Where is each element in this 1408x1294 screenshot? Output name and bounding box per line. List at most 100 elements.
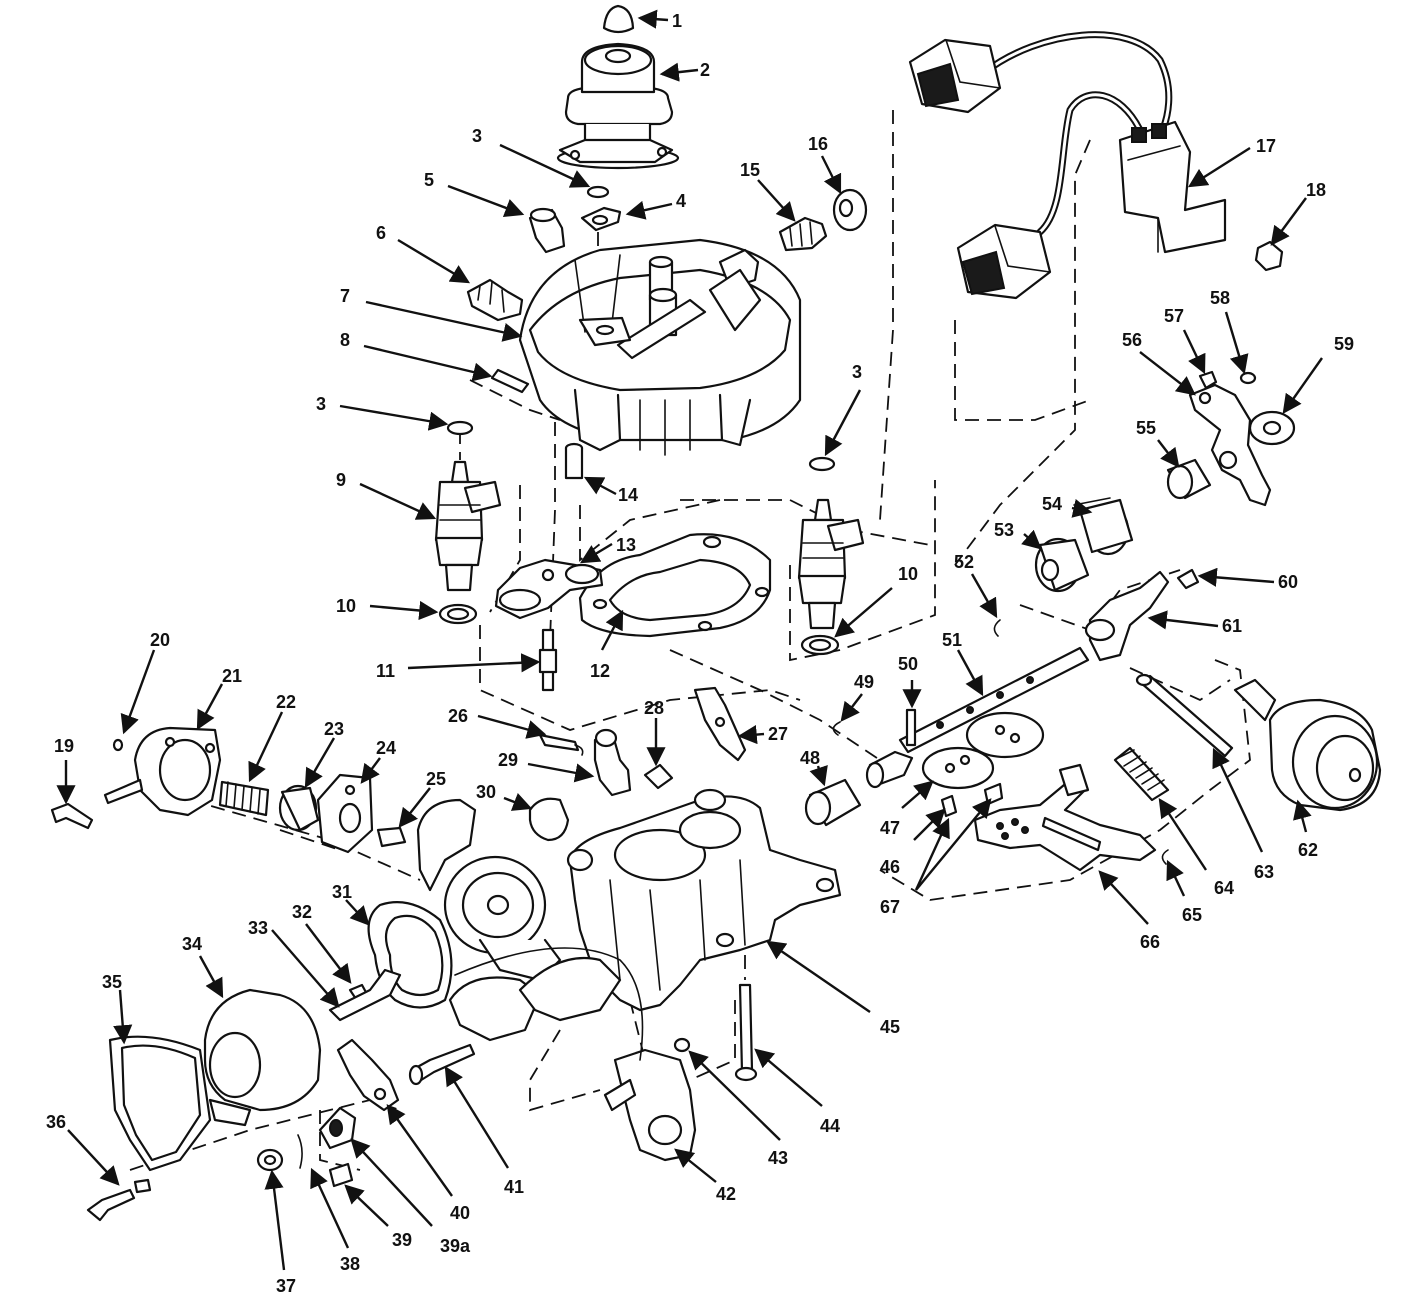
- callout-label-20: 20: [150, 630, 170, 650]
- screw-60: [1176, 568, 1200, 590]
- actuator-62: [1233, 678, 1382, 812]
- callout-label-55: 55: [1136, 418, 1156, 438]
- callout-label-56: 56: [1122, 330, 1142, 350]
- callout-42: 42: [674, 1148, 736, 1204]
- screw-43: [673, 1037, 691, 1053]
- tps-sensor-42: [603, 1048, 697, 1162]
- pin-11: [538, 628, 558, 692]
- throttle-lever-56: [1188, 383, 1272, 507]
- callout-label-3b: 3: [316, 394, 326, 414]
- cap-1: [602, 4, 635, 34]
- pressure-regulator-2: [556, 42, 680, 170]
- callout-3a: 3: [472, 126, 591, 188]
- callout-67: 67: [880, 798, 992, 917]
- callout-56: 56: [1122, 330, 1196, 396]
- injector-9-right: [797, 498, 865, 630]
- part-39a: [318, 1106, 357, 1150]
- callout-31: 31: [332, 882, 370, 926]
- piston-23: [278, 784, 320, 832]
- callout-25: 25: [398, 769, 446, 828]
- bolt-18: [1254, 240, 1284, 272]
- callout-19: 19: [54, 736, 76, 805]
- callout-label-26: 26: [448, 706, 468, 726]
- callout-label-47: 47: [880, 818, 900, 838]
- callout-label-57: 57: [1164, 306, 1184, 326]
- bushing-53: [1034, 537, 1090, 593]
- callout-label-25: 25: [426, 769, 446, 789]
- callout-49: 49: [840, 672, 874, 722]
- callout-18: 18: [1270, 180, 1326, 246]
- callout-label-23: 23: [324, 719, 344, 739]
- callout-54: 54: [1042, 494, 1093, 518]
- callout-label-54: 54: [1042, 494, 1062, 514]
- gasket-4: [580, 206, 622, 232]
- callout-43: 43: [688, 1050, 788, 1168]
- callout-label-15: 15: [740, 160, 760, 180]
- callout-label-1: 1: [672, 11, 682, 31]
- bracket-13: [494, 558, 604, 620]
- callout-label-11: 11: [376, 661, 395, 681]
- lever-27: [693, 686, 747, 762]
- bushing-48: [804, 778, 862, 827]
- callout-3c: 3: [824, 362, 862, 457]
- callout-label-46: 46: [880, 857, 900, 877]
- callout-3b: 3: [316, 394, 449, 431]
- callout-58: 58: [1210, 288, 1249, 375]
- fitting-5: [528, 207, 566, 254]
- lever-plate-66: [973, 763, 1157, 872]
- callout-label-61: 61: [1222, 616, 1242, 636]
- callout-11: 11: [376, 653, 541, 681]
- screw-57: [1198, 370, 1218, 390]
- callout-label-14: 14: [618, 485, 638, 505]
- screws-67: [983, 782, 1004, 806]
- cover-34: [203, 988, 322, 1127]
- harness-junction-17: [1118, 120, 1227, 254]
- callout-label-37: 37: [276, 1276, 296, 1294]
- callout-2: 2: [659, 60, 710, 82]
- callout-28: 28: [644, 698, 666, 767]
- callout-20: 20: [120, 630, 170, 735]
- callout-layer: 1 2 3 4 5 6 7 8 3 3 9 10 10 11 12 13 14 …: [46, 9, 1354, 1294]
- callout-32: 32: [292, 902, 352, 984]
- callout-label-10b: 10: [898, 564, 918, 584]
- callout-label-18: 18: [1306, 180, 1326, 200]
- callout-62: 62: [1293, 799, 1318, 860]
- callout-label-33: 33: [248, 918, 268, 938]
- callout-label-35: 35: [102, 972, 122, 992]
- o-ring-3-right: [808, 456, 836, 472]
- callout-label-8: 8: [340, 330, 350, 350]
- callout-5: 5: [424, 170, 525, 218]
- callout-label-41: 41: [504, 1177, 524, 1197]
- seal-8: [490, 368, 530, 394]
- callout-33: 33: [248, 918, 340, 1008]
- callout-label-63: 63: [1254, 862, 1274, 882]
- callout-35: 35: [102, 972, 133, 1045]
- rod-63: [1135, 673, 1234, 758]
- screw-41: [408, 1043, 476, 1086]
- lever-40: [336, 1038, 400, 1112]
- callout-8: 8: [340, 330, 493, 382]
- callout-label-24: 24: [376, 738, 396, 758]
- clip-49: [832, 721, 841, 736]
- callout-label-9: 9: [336, 470, 346, 490]
- seal-10-right: [800, 634, 840, 656]
- callout-1: 1: [637, 9, 682, 31]
- callout-label-22: 22: [276, 692, 296, 712]
- fitting-6: [466, 278, 524, 322]
- callout-9: 9: [336, 470, 437, 520]
- callout-label-21: 21: [222, 666, 242, 686]
- callout-label-27: 27: [768, 724, 788, 744]
- callout-label-62: 62: [1298, 840, 1318, 860]
- o-ring-3-top: [586, 185, 610, 199]
- callout-17: 17: [1187, 136, 1276, 188]
- callout-label-66: 66: [1140, 932, 1160, 952]
- clip-65: [1161, 849, 1169, 865]
- callout-label-36: 36: [46, 1112, 66, 1132]
- callout-label-32: 32: [292, 902, 312, 922]
- pin-50: [905, 708, 917, 747]
- spacer-55: [1166, 458, 1212, 500]
- callout-59: 59: [1282, 334, 1354, 414]
- callout-16: 16: [808, 134, 842, 195]
- clip-58: [1239, 371, 1257, 385]
